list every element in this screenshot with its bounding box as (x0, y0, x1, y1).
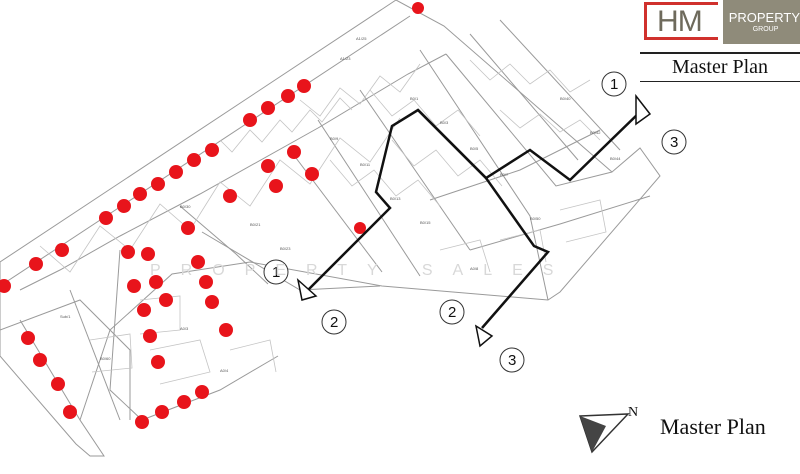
marker-right-1: 1 (601, 71, 627, 97)
lot-grid (39, 59, 607, 385)
sold-dot (195, 385, 209, 399)
sold-dot (21, 331, 35, 345)
watermark: PROPERTY SALES (150, 262, 574, 279)
sold-dot (287, 145, 301, 159)
marker-label: 2 (448, 304, 456, 321)
marker-label: 1 (610, 76, 618, 93)
company-logo: HM PROPERTY GROUP (636, 0, 800, 44)
svg-text:B0/15: B0/15 (420, 220, 431, 225)
svg-text:Sub/1: Sub/1 (60, 314, 71, 319)
marker-right-3: 3 (661, 129, 687, 155)
section-line-1-3 (417, 109, 643, 182)
sold-lot-markers (0, 2, 424, 429)
marker-mid-2: 2 (439, 299, 465, 325)
sold-dot (55, 243, 69, 257)
sold-dot (143, 329, 157, 343)
sold-dot (29, 257, 43, 271)
sold-dot (169, 165, 183, 179)
sold-dot (33, 353, 47, 367)
sold-dot (269, 179, 283, 193)
svg-text:A1/23: A1/23 (340, 56, 351, 61)
sold-dot (181, 221, 195, 235)
svg-text:B0/1: B0/1 (410, 96, 419, 101)
sold-dot (0, 279, 11, 293)
svg-text:B0/9: B0/9 (330, 136, 339, 141)
sold-dot (137, 303, 151, 317)
sold-dot (205, 143, 219, 157)
sold-dot (305, 167, 319, 181)
sold-dot (51, 377, 65, 391)
north-label: N (628, 406, 638, 420)
section-lines (303, 108, 643, 329)
sold-dot (177, 395, 191, 409)
marker-label: 3 (508, 352, 516, 369)
logo-name-line1: PROPERTY (728, 9, 800, 25)
sold-dot (135, 415, 149, 429)
sold-dot (354, 222, 366, 234)
logo-name-line2: GROUP (752, 25, 779, 33)
marker-left-2: 2 (321, 309, 347, 335)
sold-dot (261, 159, 275, 173)
svg-text:B0/11: B0/11 (360, 162, 371, 167)
sold-dot (219, 323, 233, 337)
sold-dot (151, 355, 165, 369)
section-arrows (296, 93, 652, 348)
sold-dot (412, 2, 424, 14)
sold-dot (191, 255, 205, 269)
north-arrow-icon: N (570, 405, 640, 461)
svg-text:B0/60: B0/60 (100, 356, 111, 361)
sold-dot (117, 199, 131, 213)
sold-dot (149, 275, 163, 289)
sold-dot (127, 279, 141, 293)
svg-text:A1/25: A1/25 (356, 36, 367, 41)
logo-mark: HM (636, 0, 723, 44)
sold-dot (187, 153, 201, 167)
sold-dot (63, 405, 77, 419)
sold-dot (155, 405, 169, 419)
svg-text:B0/7: B0/7 (500, 172, 509, 177)
sold-dot (297, 79, 311, 93)
svg-text:B0/42: B0/42 (590, 130, 601, 135)
sold-dot (205, 295, 219, 309)
sold-dot (141, 247, 155, 261)
master-plan-title-top: Master Plan (640, 52, 800, 82)
site-outline (0, 0, 661, 457)
master-plan-title-bottom: Master Plan (660, 414, 766, 439)
sold-dot (223, 189, 237, 203)
sold-dot (133, 187, 147, 201)
svg-text:B0/23: B0/23 (280, 246, 291, 251)
marker-label: 3 (670, 134, 678, 151)
svg-text:B0/21: B0/21 (250, 222, 261, 227)
sold-dot (121, 245, 135, 259)
sold-dot (261, 101, 275, 115)
svg-text:A0/8: A0/8 (470, 266, 479, 271)
sold-dot (281, 89, 295, 103)
svg-text:B0/40: B0/40 (560, 96, 571, 101)
svg-text:B0/3: B0/3 (440, 120, 449, 125)
sold-dot (151, 177, 165, 191)
svg-text:B0/13: B0/13 (390, 196, 401, 201)
sold-dot (243, 113, 257, 127)
svg-text:A0/4: A0/4 (220, 368, 229, 373)
svg-text:B0/5: B0/5 (470, 146, 479, 151)
marker-mid-3: 3 (499, 347, 525, 373)
logo-name: PROPERTY GROUP (722, 0, 800, 44)
marker-label: 2 (330, 314, 338, 331)
marker-label: 1 (272, 264, 280, 281)
sold-dot (199, 275, 213, 289)
svg-text:B0/30: B0/30 (180, 204, 191, 209)
marker-left-1: 1 (263, 259, 289, 285)
sold-dot (99, 211, 113, 225)
logo-letters: HM (657, 5, 703, 38)
lot-labels: A1/23 A1/25 B0/1B0/3 B0/5B0/7 B0/9B0/11 B… (60, 36, 621, 373)
section-markers: 1 2 2 3 1 3 (263, 71, 687, 373)
section-line-1-2 (303, 108, 551, 329)
svg-text:A0/3: A0/3 (180, 326, 189, 331)
svg-text:B0/50: B0/50 (530, 216, 541, 221)
svg-text:B0/44: B0/44 (610, 156, 621, 161)
sold-dot (159, 293, 173, 307)
